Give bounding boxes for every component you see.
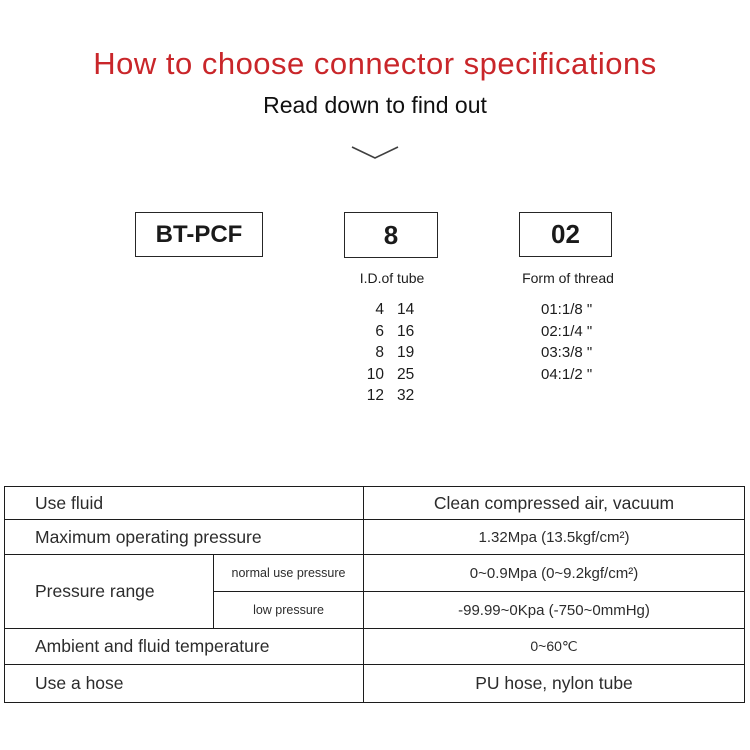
table-row: low pressure -99.99~0Kpa (-750~0mmHg) [5, 591, 745, 629]
thread-option: 04:1/2 " [541, 365, 593, 383]
spec-value-max-pressure: 1.32Mpa (13.5kgf/cm²) [363, 519, 745, 555]
tube-size-code-label: 8 [383, 219, 399, 250]
tube-size-row: 4 14 [352, 299, 427, 321]
table-row: Use a hose PU hose, nylon tube [4, 664, 745, 703]
spec-label-temperature: Ambient and fluid temperature [4, 628, 364, 665]
thread-option: 02:1/4 " [541, 322, 593, 340]
tube-od-value: 14 [397, 301, 415, 318]
model-code-label: BT-PCF [155, 220, 243, 248]
tube-id-value: 10 [366, 365, 384, 383]
table-row: Maximum operating pressure 1.32Mpa (13.5… [4, 519, 745, 555]
thread-form-list: 01:1/8 " 02:1/4 " 03:3/8 " 04:1/2 " [541, 299, 592, 385]
tube-size-row: 12 32 [352, 385, 427, 407]
chevron-down-icon [349, 143, 401, 163]
spec-label-max-pressure: Maximum operating pressure [4, 519, 364, 555]
thread-code-box: 02 [519, 212, 612, 257]
page-title: How to choose connector specifications [93, 46, 657, 81]
table-row: Use fluid Clean compressed air, vacuum [4, 486, 745, 520]
tube-od-value: 16 [397, 322, 415, 340]
spec-value-low-pressure: -99.99~0Kpa (-750~0mmHg) [363, 591, 745, 629]
tube-size-code-box: 8 [344, 212, 438, 258]
page-subtitle: Read down to find out [263, 92, 487, 118]
table-row: Ambient and fluid temperature 0~60℃ [4, 628, 745, 665]
spec-value-temperature: 0~60℃ [363, 628, 745, 665]
spec-value-normal-pressure: 0~0.9Mpa (0~9.2kgf/cm²) [363, 554, 745, 592]
tube-id-value: 4 [375, 301, 384, 318]
spec-label-hose: Use a hose [4, 664, 364, 703]
thread-code-label: 02 [551, 219, 580, 249]
spec-table: Use fluid Clean compressed air, vacuum M… [4, 486, 745, 703]
tube-size-row: 10 25 [352, 364, 427, 386]
tube-id-value: 8 [375, 344, 384, 362]
tube-id-value: 12 [366, 387, 384, 405]
thread-option: 01:1/8 " [541, 301, 593, 318]
tube-size-row: 8 19 [352, 342, 427, 364]
tube-od-value: 19 [397, 344, 415, 362]
table-row: Pressure range normal use pressure 0~0.9… [4, 554, 745, 629]
tube-size-row: 6 16 [352, 321, 427, 343]
tube-id-value: 6 [375, 322, 384, 340]
spec-label-use-fluid: Use fluid [4, 486, 364, 520]
tube-size-list: 4 14 6 16 8 19 10 25 12 32 [352, 299, 427, 407]
spec-sublabel-low-pressure: low pressure [213, 591, 364, 629]
tube-od-value: 32 [397, 387, 415, 405]
model-code-box: BT-PCF [135, 212, 263, 257]
spec-value-use-fluid: Clean compressed air, vacuum [363, 486, 745, 520]
tube-size-caption: I.D.of tube [359, 270, 425, 286]
thread-option: 03:3/8 " [541, 344, 593, 362]
tube-od-value: 25 [397, 365, 415, 383]
spec-sublabel-normal-pressure: normal use pressure [213, 554, 364, 592]
spec-label-pressure-range: Pressure range [4, 554, 214, 629]
spec-value-hose: PU hose, nylon tube [363, 664, 745, 703]
thread-form-caption: Form of thread [522, 270, 614, 286]
